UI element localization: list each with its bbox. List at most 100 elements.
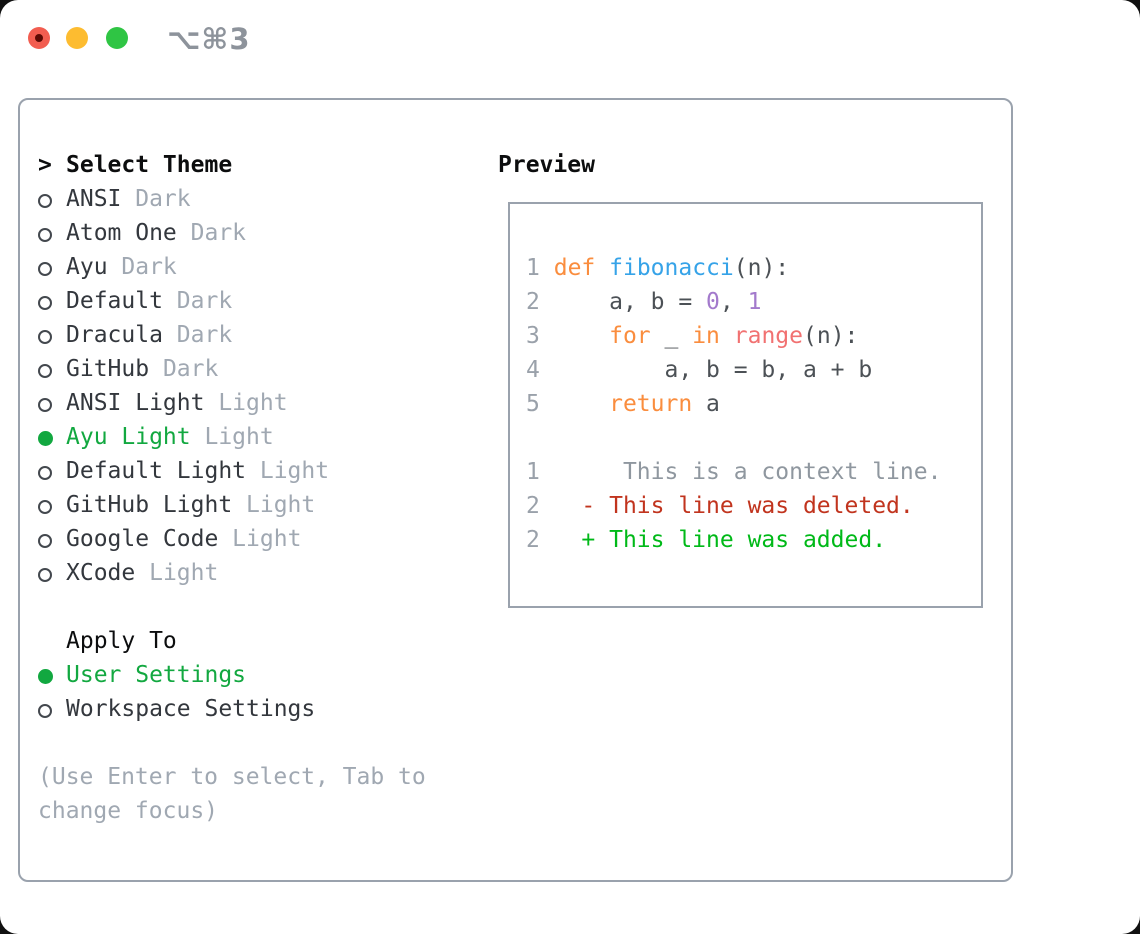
code-token: + This line was added. bbox=[539, 527, 887, 553]
theme-option-github-light[interactable]: GitHub Light Light bbox=[38, 488, 426, 522]
code-token bbox=[720, 323, 734, 349]
apply-option-workspace-settings[interactable]: Workspace Settings bbox=[38, 692, 426, 726]
theme-variant-label: Dark bbox=[162, 322, 233, 348]
theme-option-ansi[interactable]: ANSI Dark bbox=[38, 182, 426, 216]
code-token: (n): bbox=[733, 255, 790, 281]
theme-option-default[interactable]: Default Dark bbox=[38, 284, 426, 318]
theme-variant-label: Light bbox=[246, 458, 330, 484]
code-token: for bbox=[609, 323, 651, 349]
help-hint-line2: change focus) bbox=[38, 798, 219, 824]
theme-option-github[interactable]: GitHub Dark bbox=[38, 352, 426, 386]
code-token: fibonacci bbox=[609, 255, 734, 281]
line-number: 1 bbox=[526, 459, 540, 485]
theme-name: Google Code bbox=[66, 526, 219, 552]
theme-name: Ayu Light bbox=[66, 424, 191, 450]
radio-icon bbox=[38, 386, 66, 420]
help-hint: (Use Enter to select, Tab to change focu… bbox=[38, 760, 426, 828]
code-token: 0 bbox=[706, 289, 720, 315]
code-token: a, b = b, a + b bbox=[539, 357, 873, 383]
code-token: (n): bbox=[803, 323, 859, 349]
theme-name: ANSI bbox=[66, 186, 122, 212]
code-token: a, b = bbox=[539, 289, 707, 315]
spacer bbox=[38, 726, 426, 760]
code-token: _ bbox=[650, 323, 693, 349]
theme-variant-label: Light bbox=[135, 560, 219, 586]
code-token bbox=[540, 323, 609, 349]
maximize-button[interactable] bbox=[106, 27, 128, 49]
apply-option-label: User Settings bbox=[66, 662, 247, 688]
line-number: 1 bbox=[526, 255, 540, 281]
code-token bbox=[595, 255, 609, 281]
theme-variant-label: Dark bbox=[107, 254, 177, 280]
code-token: range bbox=[733, 323, 804, 349]
radio-icon bbox=[38, 318, 66, 352]
theme-option-xcode[interactable]: XCode Light bbox=[38, 556, 426, 590]
theme-variant-label: Dark bbox=[162, 288, 233, 314]
preview-line: 2 + This line was added. bbox=[526, 523, 981, 557]
code-token bbox=[540, 255, 554, 281]
radio-icon bbox=[38, 284, 66, 318]
apply-to-heading-label: Apply To bbox=[66, 628, 177, 654]
theme-variant-label: Light bbox=[204, 390, 288, 416]
theme-option-ansi-light[interactable]: ANSI Light Light bbox=[38, 386, 426, 420]
theme-variant-label: Light bbox=[218, 526, 302, 552]
minimize-button[interactable] bbox=[66, 27, 88, 49]
theme-name: Atom One bbox=[66, 220, 177, 246]
theme-name: Default bbox=[66, 288, 163, 314]
theme-option-atom-one[interactable]: Atom One Dark bbox=[38, 216, 426, 250]
theme-name: GitHub bbox=[66, 356, 150, 382]
code-token: , bbox=[719, 289, 748, 315]
code-token: This is a context line. bbox=[539, 459, 942, 485]
theme-name: Ayu bbox=[66, 254, 108, 280]
line-number: 2 bbox=[526, 289, 540, 315]
radio-icon bbox=[38, 454, 66, 488]
line-number: 3 bbox=[526, 323, 540, 349]
radio-icon bbox=[38, 182, 66, 216]
code-token: in bbox=[692, 323, 720, 349]
theme-name: Dracula bbox=[66, 322, 163, 348]
line-number: 4 bbox=[526, 357, 540, 383]
apply-option-user-settings[interactable]: User Settings bbox=[38, 658, 426, 692]
radio-icon bbox=[38, 488, 66, 522]
radio-icon bbox=[38, 250, 66, 284]
record-dot-icon bbox=[35, 34, 43, 42]
preview-line: 3 for _ in range(n): bbox=[526, 319, 981, 353]
theme-option-ayu[interactable]: Ayu Dark bbox=[38, 250, 426, 284]
theme-name: GitHub Light bbox=[66, 492, 233, 518]
close-button[interactable] bbox=[28, 27, 50, 49]
theme-variant-label: Dark bbox=[149, 356, 219, 382]
line-number: 5 bbox=[526, 391, 540, 417]
theme-variant-label: Light bbox=[232, 492, 316, 518]
radio-icon bbox=[38, 522, 66, 556]
apply-to-heading: Apply To bbox=[38, 624, 426, 658]
theme-option-default-light[interactable]: Default Light Light bbox=[38, 454, 426, 488]
code-token: a bbox=[692, 391, 720, 417]
selection-cursor-icon: > bbox=[38, 152, 52, 178]
theme-name: Default Light bbox=[66, 458, 247, 484]
theme-option-ayu-light[interactable]: Ayu Light Light bbox=[38, 420, 426, 454]
theme-variant-label: Dark bbox=[121, 186, 191, 212]
theme-option-google-code[interactable]: Google Code Light bbox=[38, 522, 426, 556]
radio-icon bbox=[38, 556, 66, 590]
theme-name: XCode bbox=[66, 560, 136, 586]
radio-icon bbox=[38, 216, 66, 250]
theme-name: ANSI Light bbox=[66, 390, 205, 416]
theme-variant-label: Light bbox=[190, 424, 274, 450]
window-title: ⌥⌘3 bbox=[167, 22, 251, 56]
preview-line: 1 This is a context line. bbox=[526, 455, 981, 489]
preview-line: 2 - This line was deleted. bbox=[526, 489, 981, 523]
radio-icon bbox=[38, 352, 66, 386]
code-token: 1 bbox=[747, 289, 762, 315]
preview-line: 2 a, b = 0, 1 bbox=[526, 285, 981, 319]
preview-line: 4 a, b = b, a + b bbox=[526, 353, 981, 387]
theme-option-dracula[interactable]: Dracula Dark bbox=[38, 318, 426, 352]
preview-line: 1 def fibonacci(n): bbox=[526, 251, 981, 285]
radio-selected-icon bbox=[38, 420, 66, 454]
apply-option-label: Workspace Settings bbox=[66, 696, 316, 722]
